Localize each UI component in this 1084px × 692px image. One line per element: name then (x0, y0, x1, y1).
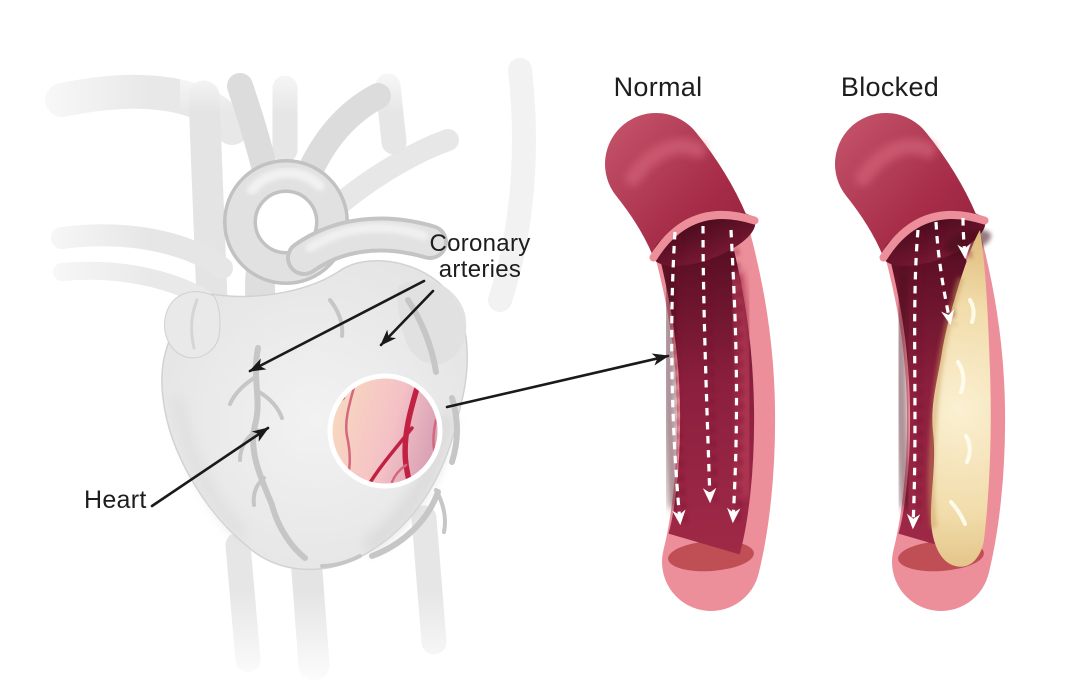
arch-highlight (247, 167, 325, 195)
flow-arrow-right (726, 229, 741, 524)
inner-wall-shadow (894, 269, 912, 509)
flow-arrow-shadows (675, 230, 744, 523)
heart-label-text: Heart (84, 486, 147, 514)
coronary-arteries-label: Coronary arteries (418, 231, 542, 283)
inner-wall-shadow (662, 269, 681, 509)
wall-highlight (855, 138, 936, 186)
blocked-caption: Blocked (828, 72, 952, 103)
flow-arrow-stopped-right (957, 217, 971, 260)
flow-arrow-open-channel (906, 229, 921, 530)
left-fade (0, 60, 150, 350)
opening-rim (879, 210, 989, 262)
flow-arrow-middle (701, 225, 717, 504)
blood-flow-arrows (670, 225, 744, 526)
bottom-fade (195, 590, 475, 690)
appendage-fold (190, 298, 199, 350)
wall-highlight (625, 138, 706, 186)
normal-caption-text: Normal (613, 72, 703, 102)
bg-vessel-stubs (225, 73, 447, 673)
inset-ring (327, 373, 443, 489)
pulmonary-highlight (305, 223, 429, 253)
vessel-opening (882, 211, 986, 267)
right-atrium (397, 279, 467, 365)
annotation-arrows (150, 279, 670, 508)
artery-blocked (835, 113, 1006, 611)
artery-normal (605, 113, 776, 611)
heart-illustration (0, 55, 536, 690)
inset-artery-thin (330, 378, 440, 484)
flow-arrow-left (670, 231, 686, 526)
opening-rim (649, 210, 759, 262)
coronary-main-lines (250, 297, 460, 561)
blood-flow-arrows (906, 217, 972, 530)
coronary-label-line1: Coronary (429, 230, 531, 257)
plaque-gloss-highlights (949, 298, 976, 526)
coronary-label-line2: arteries (438, 256, 522, 283)
magnifier-circle (327, 373, 443, 489)
heart-label: Heart (84, 486, 147, 515)
arrow-inset-to-artery (445, 353, 670, 409)
bg-vessel-right (488, 58, 536, 312)
pulmonary-trunk (290, 220, 444, 272)
blocked-caption-text: Blocked (840, 72, 940, 102)
inner-wall-highlight (729, 270, 753, 499)
arrow-heart (150, 426, 270, 508)
plaque (930, 230, 991, 567)
arrow-coronary-left (248, 279, 426, 373)
lumen (660, 241, 755, 555)
arrow-coronary-right (379, 289, 435, 347)
upper-right-branch (331, 129, 459, 213)
top-fade (180, 55, 470, 113)
flow-arrow-stopped-middle (934, 221, 955, 326)
normal-caption: Normal (596, 72, 720, 103)
